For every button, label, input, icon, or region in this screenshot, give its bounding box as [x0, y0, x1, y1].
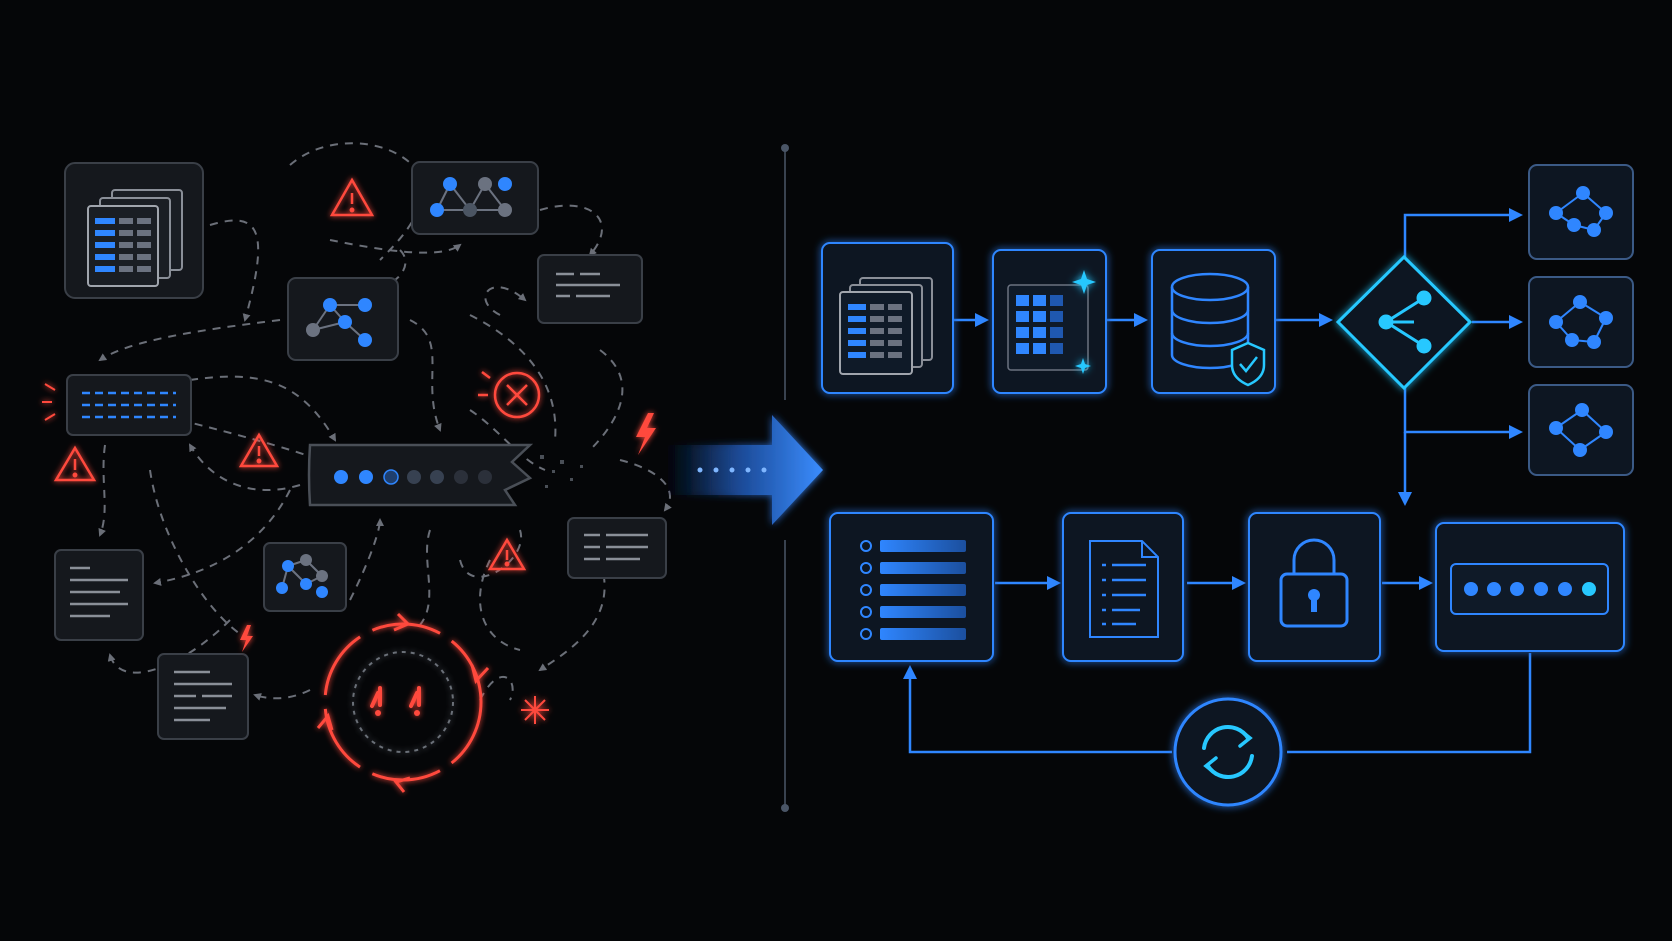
- text-lines-icon: [556, 272, 620, 298]
- branch-output-node-1: [1528, 164, 1634, 260]
- branch-output-node-3: [1528, 384, 1634, 476]
- document-node: [1062, 512, 1184, 662]
- panel-divider: [781, 144, 789, 812]
- refresh-cycle-node: [1173, 697, 1283, 807]
- error-spark-icon: [42, 383, 56, 421]
- text-lines-icon: [584, 533, 648, 561]
- text-lines-icon: [82, 391, 176, 419]
- chaos-text-card-right: [567, 517, 667, 579]
- stacked-spreadsheet-icon: [839, 277, 933, 375]
- chaos-list-card-left: [42, 374, 192, 436]
- error-x-icon: [478, 371, 541, 419]
- network-graph-icon: [276, 554, 328, 598]
- chaos-spreadsheet-card: [64, 162, 204, 299]
- network-graph-icon: [1549, 295, 1613, 349]
- chaos-network-card-mid: [287, 277, 399, 361]
- progress-dots-icon: [334, 469, 492, 485]
- text-lines-icon: [70, 566, 128, 618]
- branch-output-node-2: [1528, 276, 1634, 368]
- broken-edge-fragments: [540, 455, 583, 488]
- chaos-network-card-top: [411, 161, 539, 235]
- chaos-text-card-topright: [537, 254, 643, 324]
- network-graph-icon: [306, 298, 372, 347]
- secure-database-icon: [1170, 272, 1266, 387]
- refresh-cycle-icon: [1202, 724, 1254, 780]
- security-node: [1248, 512, 1381, 662]
- network-graph-icon: [1549, 186, 1613, 237]
- organized-workflow-panel: [821, 164, 1634, 807]
- list-icon: [860, 540, 966, 640]
- chaos-text-card-left: [54, 549, 144, 641]
- progress-dots-icon: [1450, 563, 1609, 615]
- chaotic-workflow-panel: [42, 142, 672, 793]
- warning-triangle-icon: [487, 537, 527, 571]
- chaos-progress-card: [307, 443, 583, 507]
- network-graph-icon: [1549, 403, 1613, 457]
- burst-icon: [521, 696, 549, 724]
- sparkle-grid-icon: [1007, 270, 1096, 374]
- stacked-spreadsheet-icon: [87, 189, 183, 287]
- flow-connectors: [903, 208, 1532, 754]
- right-arrow-icon: [665, 415, 823, 525]
- lightning-icon: [636, 413, 656, 455]
- chaos-network-card-bottom: [263, 542, 347, 612]
- transition-arrow: [665, 415, 823, 525]
- warning-triangle-icon: [53, 445, 97, 482]
- document-icon: [1089, 540, 1159, 638]
- warning-triangle-icon: [238, 432, 280, 468]
- text-lines-icon: [174, 670, 232, 722]
- alert-cycle-icon: [316, 612, 490, 793]
- branch-router-icon: [1378, 290, 1432, 354]
- network-graph-icon: [430, 177, 512, 217]
- padlock-icon: [1279, 538, 1349, 628]
- arrow-dots: [697, 467, 767, 473]
- warning-triangle-icon: [329, 177, 375, 217]
- lightning-icon: [240, 625, 253, 652]
- chaos-text-card-bottom: [157, 653, 249, 740]
